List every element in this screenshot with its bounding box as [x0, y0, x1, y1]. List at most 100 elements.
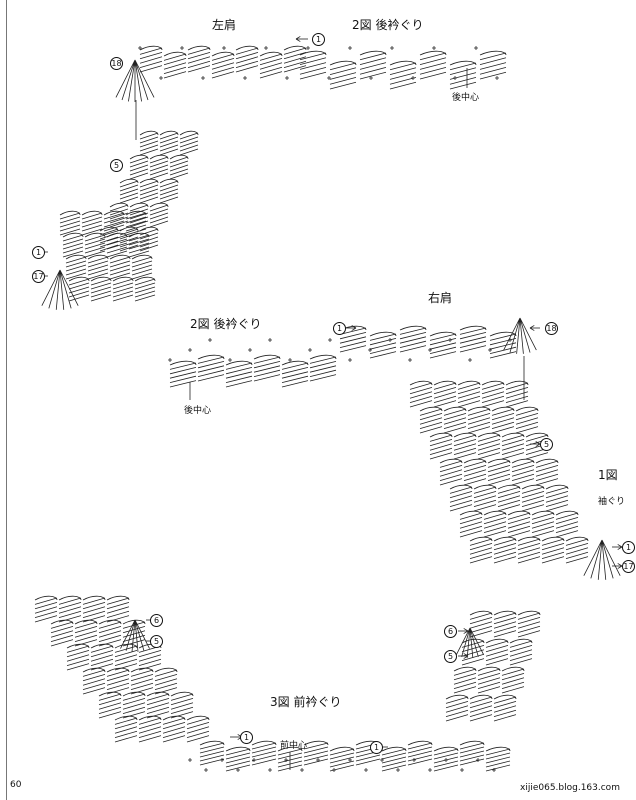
shell-stitch: [433, 380, 457, 408]
plus-stitch-icon: [264, 46, 268, 50]
shell-stitch: [138, 715, 162, 743]
shell-stitch: [81, 210, 103, 236]
plus-stitch-icon: [243, 76, 247, 80]
shell-stitch: [479, 50, 507, 80]
shell-stitch: [106, 595, 130, 623]
plus-stitch-icon: [428, 348, 432, 352]
diagram-right-title: 2図 後衿ぐり: [190, 317, 262, 331]
plus-stitch-icon: [201, 76, 205, 80]
shell-stitch: [159, 130, 179, 156]
mark-circle: 1: [32, 246, 45, 259]
shell-stitch: [459, 740, 485, 766]
diagram-left-title: 2図 後衿ぐり: [352, 18, 424, 32]
shell-stitch: [163, 51, 187, 79]
shell-stitch: [507, 510, 531, 538]
shell-stitch: [138, 643, 162, 671]
shell-stitch: [329, 746, 355, 772]
mark-circle: 6: [150, 614, 163, 627]
shell-stitch: [511, 458, 535, 486]
shell-stitch: [359, 50, 387, 80]
shell-stitch: [541, 536, 565, 564]
shell-stitch: [259, 51, 283, 79]
arrow-icon: [535, 441, 541, 447]
shell-stitch: [146, 691, 170, 719]
shell-stitch: [329, 60, 357, 90]
plus-stitch-icon: [284, 758, 288, 762]
shell-stitch: [114, 643, 138, 671]
shell-stitch: [211, 51, 235, 79]
plus-stitch-icon: [348, 358, 352, 362]
fan-stitch: [120, 619, 150, 652]
shell-stitch: [487, 458, 511, 486]
shell-stitch: [130, 667, 154, 695]
shell-stitch: [457, 380, 481, 408]
shell-stitch: [179, 130, 199, 156]
shell-stitch: [459, 510, 483, 538]
shell-stitch: [445, 694, 469, 722]
plus-stitch-icon: [328, 338, 332, 342]
shell-stitch: [419, 406, 443, 434]
shell-stitch: [125, 210, 147, 236]
plus-stitch-icon: [476, 758, 480, 762]
shell-stitch: [131, 254, 153, 280]
shell-stitch: [187, 45, 211, 73]
shell-stitch: [281, 360, 309, 388]
shell-stitch: [169, 360, 197, 388]
arrow-icon: [463, 628, 469, 634]
shell-stitch: [565, 536, 589, 564]
plus-stitch-icon: [306, 46, 310, 50]
shell-stitch: [68, 276, 90, 302]
mark-circle: 18: [110, 57, 123, 70]
shell-stitch: [419, 50, 447, 80]
shell-stitch: [103, 210, 125, 236]
plus-stitch-icon: [159, 76, 163, 80]
left-shoulder-label: 左肩: [212, 18, 237, 32]
shell-stitch: [389, 60, 417, 90]
shell-stitch: [381, 746, 407, 772]
shell-stitch: [90, 643, 114, 671]
plus-stitch-icon: [444, 758, 448, 762]
mark-circle: 6: [444, 625, 457, 638]
shell-stitch: [253, 354, 281, 382]
plus-stitch-icon: [488, 348, 492, 352]
arrow-icon: [529, 325, 535, 331]
shell-stitch: [469, 536, 493, 564]
shell-stitch: [235, 45, 259, 73]
mark-circle: 5: [540, 438, 553, 451]
fan-stitch: [115, 59, 155, 102]
shell-stitch: [159, 178, 179, 204]
shell-stitch: [129, 154, 149, 180]
plus-stitch-icon: [368, 348, 372, 352]
arrow-icon: [295, 36, 301, 42]
shell-stitch: [517, 610, 541, 638]
mark-circle: 5: [150, 635, 163, 648]
shell-stitch: [491, 406, 515, 434]
mark-circle: 1: [370, 741, 383, 754]
plus-stitch-icon: [248, 348, 252, 352]
shell-stitch: [545, 484, 569, 512]
shell-stitch: [149, 202, 169, 228]
shell-stitch: [531, 510, 555, 538]
shell-stitch: [409, 380, 433, 408]
mark-circle: 1: [333, 322, 346, 335]
mark-circle: 17: [622, 560, 635, 573]
shell-stitch: [309, 354, 337, 382]
arrow-icon: [463, 653, 469, 659]
shell-stitch: [129, 202, 149, 228]
plus-stitch-icon: [468, 358, 472, 362]
plus-stitch-icon: [453, 76, 457, 80]
arrow-icon: [351, 325, 357, 331]
plus-stitch-icon: [228, 358, 232, 362]
plus-stitch-icon: [495, 76, 499, 80]
plus-stitch-icon: [268, 338, 272, 342]
shell-stitch: [497, 484, 521, 512]
shell-stitch: [355, 740, 381, 766]
mark-circle: 1: [240, 731, 253, 744]
shell-stitch: [119, 178, 139, 204]
plus-stitch-icon: [396, 768, 400, 772]
shell-stitch: [501, 432, 525, 460]
shell-stitch: [66, 643, 90, 671]
plus-stitch-icon: [388, 338, 392, 342]
plus-stitch-icon: [316, 758, 320, 762]
